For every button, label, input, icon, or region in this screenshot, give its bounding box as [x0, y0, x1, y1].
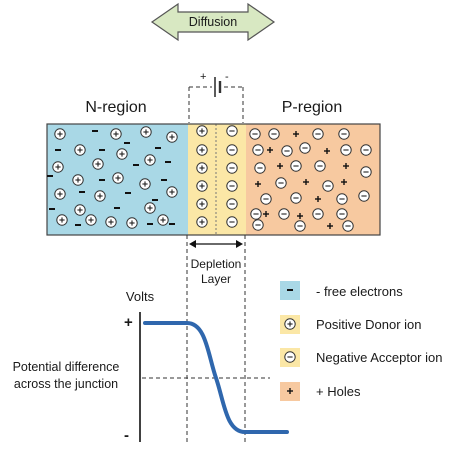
depletion-region	[188, 124, 246, 235]
potential-label-line2: across the junction	[14, 377, 118, 391]
legend-item-donor-ion: Positive Donor ion	[280, 315, 422, 334]
legend-holes-text: + Holes	[316, 384, 361, 399]
legend-donor-ion-text: Positive Donor ion	[316, 317, 422, 332]
plus-voltage-label: +	[124, 314, 133, 331]
battery-plus-label: +	[200, 71, 206, 83]
legend-item-free-electrons: - free electrons	[280, 281, 403, 300]
potential-curve	[143, 321, 289, 434]
n-region-label: N-region	[85, 99, 146, 116]
legend-free-electrons-text: - free electrons	[316, 284, 403, 299]
potential-label-line1: Potential difference	[13, 360, 120, 374]
legend: - free electrons Positive Donor ion Nega…	[280, 281, 442, 401]
p-region-label: P-region	[282, 99, 342, 116]
depletion-label-line2: Layer	[201, 272, 231, 286]
legend-item-holes: + Holes	[280, 382, 361, 401]
semiconductor-outline	[46, 123, 381, 236]
positive-ion-icon	[284, 318, 296, 330]
battery-circuit	[188, 77, 244, 123]
depletion-label-line1: Depletion	[191, 257, 242, 271]
legend-acceptor-ion-text: Negative Acceptor ion	[316, 350, 442, 365]
battery-minus-label: -	[225, 71, 229, 83]
minus-voltage-label: -	[124, 427, 129, 444]
diffusion-arrow: Diffusion	[150, 2, 276, 42]
p-region	[246, 124, 380, 235]
diffusion-label: Diffusion	[189, 15, 237, 29]
volts-label: Volts	[126, 289, 155, 304]
negative-ion-icon	[284, 351, 296, 363]
depletion-width-arrow	[189, 240, 243, 248]
legend-item-acceptor-ion: Negative Acceptor ion	[280, 348, 442, 367]
